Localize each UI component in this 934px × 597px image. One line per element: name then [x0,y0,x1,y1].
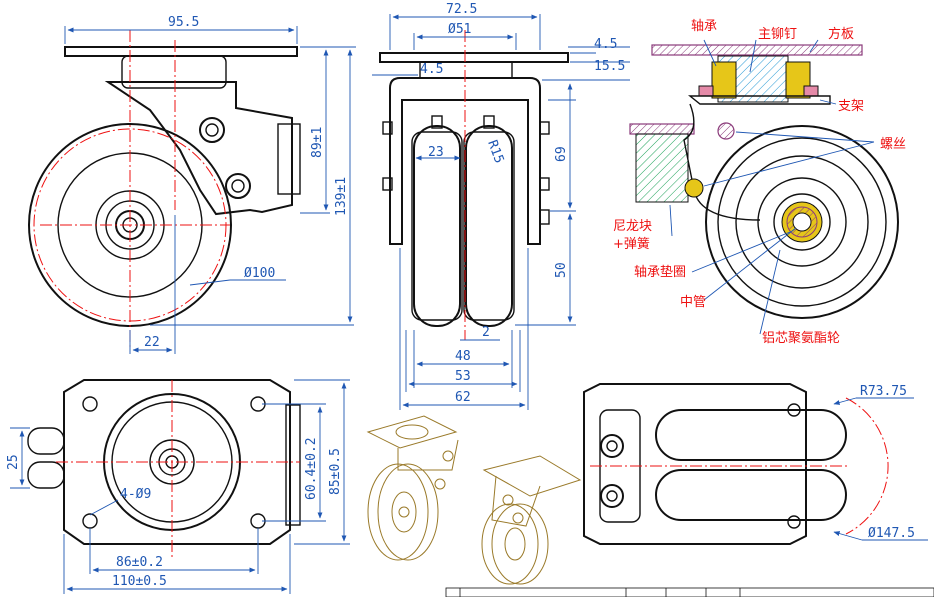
dim-w62: 62 [455,390,471,405]
dim-w86: 86±0.2 [116,555,163,570]
rear-dimensions: R73.75 Ø147.5 [833,384,928,541]
section-view [629,44,899,319]
label-screw: 螺丝 [880,137,906,152]
dim-holes: 4-Ø9 [120,487,151,502]
dim-h50: 50 [554,262,569,278]
label-bearing: 轴承 [691,19,717,34]
dim-h25: 25 [6,454,21,470]
dim-45: 4.5 [594,37,617,52]
dim-w48: 48 [455,349,471,364]
label-spring: +弹簧 [613,236,650,252]
front-view [28,30,301,350]
dim-r7375: R73.75 [860,384,907,399]
dim-w604: 60.4±0.2 [304,437,319,500]
dim-height-total: 139±1 [334,177,349,216]
plate-view [27,379,301,560]
label-wheel: 铝芯聚氨酯轮 [762,331,840,346]
dim-w23: 23 [428,145,444,160]
side-view [379,30,569,340]
dim-front-width: 95.5 [168,15,199,30]
dim-w110: 110±0.5 [112,574,167,589]
dim-d1475: Ø147.5 [868,526,915,541]
dim-w2: 2 [482,325,490,340]
dim-155: 15.5 [594,59,625,74]
dim-h69: 69 [554,146,569,162]
label-square-plate: 方板 [828,26,854,42]
dim-w855: 85±0.5 [328,448,343,495]
dim-45b: 4.5 [420,62,443,77]
label-bracket: 支架 [838,99,864,114]
label-nylon-block: 尼龙块 [613,219,652,234]
plate-dimensions: 25 4-Ø9 60.4±0.2 85±0.5 86±0.2 110±0.5 [6,379,350,594]
title-block [445,587,934,597]
isometric-view [366,415,582,585]
front-dimensions: 95.5 89±1 139±1 Ø100 22 [64,15,356,354]
side-dimensions: 72.5 Ø51 4.5 15.5 4.5 23 R15 69 50 2 48 … [372,2,630,410]
dim-bolt-circle: Ø51 [448,22,471,37]
label-bearing-washer: 轴承垫圈 [634,264,686,280]
dim-wheel-dia: Ø100 [244,266,275,281]
label-center-tube: 中管 [680,295,706,310]
section-callouts: 轴承 主铆钉 方板 支架 螺丝 尼龙块 +弹簧 轴承垫圈 中管 铝芯聚氨酯轮 [613,19,906,346]
dim-height-plate: 89±1 [310,127,325,158]
dim-offset: 22 [144,335,160,350]
label-main-rivet: 主铆钉 [758,27,797,42]
dim-w53: 53 [455,369,471,384]
rear-view [583,383,889,545]
dim-side-width: 72.5 [446,2,477,17]
dim-r15: R15 [484,138,506,165]
